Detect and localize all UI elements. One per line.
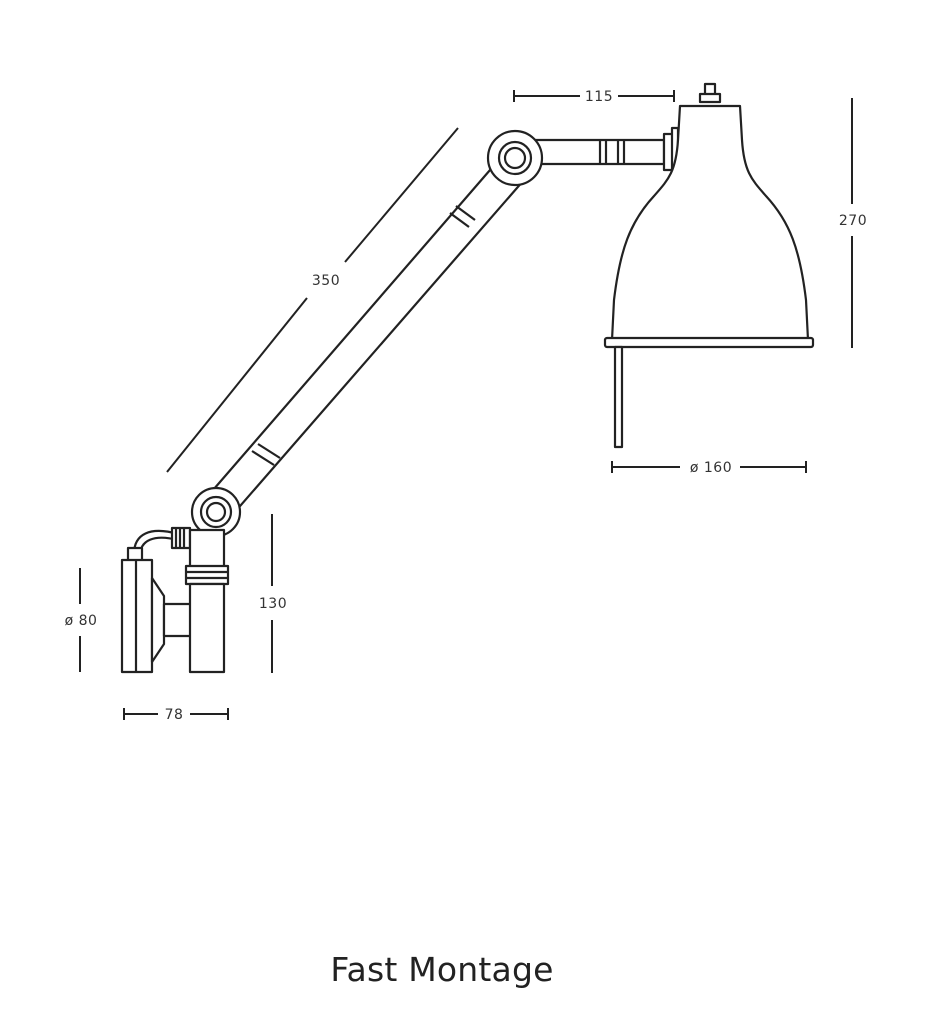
dim-270-label: 270 <box>839 213 867 229</box>
dim-80-label: ø 80 <box>65 613 98 629</box>
lower-joint <box>190 486 242 538</box>
upper-arm <box>520 126 680 178</box>
lower-arm <box>205 153 532 515</box>
dim-350-label: 350 <box>312 273 340 289</box>
dim-115-label: 115 <box>585 89 613 105</box>
base-clamp <box>120 526 230 674</box>
dimension-lines <box>79 90 853 720</box>
dim-130-label: 130 <box>259 596 287 612</box>
lamp-shade <box>603 82 815 449</box>
drawing-caption: Fast Montage <box>330 950 554 989</box>
upper-joint <box>486 129 544 187</box>
dim-78-label: 78 <box>165 707 184 723</box>
lamp-outline <box>120 82 815 674</box>
dim-160-label: ø 160 <box>690 460 732 476</box>
